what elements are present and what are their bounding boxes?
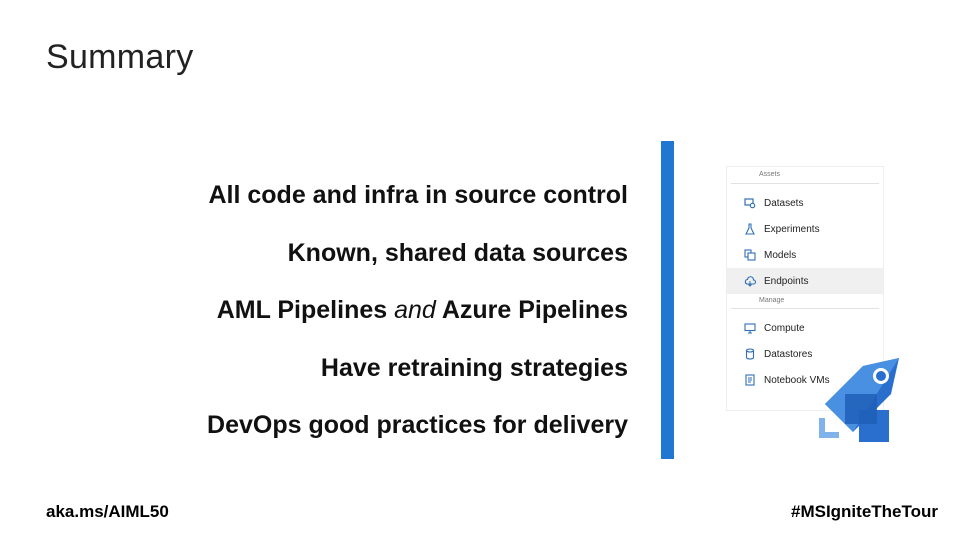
assets-section-header: Assets <box>759 171 781 178</box>
bullet-item: All code and infra in source control <box>208 181 628 209</box>
divider <box>731 183 879 184</box>
nav-item-compute[interactable]: Compute <box>727 315 883 341</box>
bullet-item: Have retraining strategies <box>320 353 628 382</box>
nav-item-label: Endpoints <box>764 275 809 287</box>
divider <box>731 308 879 309</box>
nav-item-label: Notebook VMs <box>764 374 830 386</box>
accent-bar <box>661 141 674 459</box>
bullet-item: DevOps good practices for delivery <box>207 411 628 439</box>
slide-title: Summary <box>46 38 194 76</box>
nav-item-datastores[interactable]: Datastores <box>727 341 883 367</box>
bullet-text: AML Pipelines <box>216 296 395 324</box>
summary-bullet-list: All code and infra in source control Kno… <box>158 172 628 460</box>
nav-item-label: Models <box>764 249 797 261</box>
nav-item-label: Datastores <box>764 348 813 360</box>
nav-item-datasets[interactable]: Datasets <box>727 190 883 216</box>
bullet-item: Known, shared data sources <box>287 238 628 267</box>
models-icon <box>744 249 756 261</box>
bullet-text: Azure Pipelines <box>435 296 628 324</box>
nav-item-label: Compute <box>764 322 805 334</box>
footer-hashtag: #MSIgniteTheTour <box>790 502 938 521</box>
nav-item-models[interactable]: Models <box>727 242 883 268</box>
manage-section-header: Manage <box>759 297 785 304</box>
datasets-icon <box>744 197 756 209</box>
cloud-icon <box>744 275 756 287</box>
workspace-nav-panel: Assets Datasets Experiments Models Endpo… <box>726 166 884 411</box>
monitor-icon <box>744 322 756 334</box>
nav-item-experiments[interactable]: Experiments <box>727 216 883 242</box>
database-icon <box>744 348 756 360</box>
azure-pipelines-logo <box>819 358 899 442</box>
footer-link[interactable]: aka.ms/AIML50 <box>46 502 169 521</box>
bullet-emphasis: and <box>394 296 436 324</box>
flask-icon <box>744 223 756 235</box>
nav-item-label: Datasets <box>764 197 804 209</box>
nav-item-notebook-vms[interactable]: Notebook VMs <box>727 367 883 393</box>
bullet-item: AML Pipelines and Azure Pipelines <box>158 287 628 345</box>
notebook-icon <box>744 374 756 386</box>
nav-item-endpoints[interactable]: Endpoints <box>727 268 883 294</box>
nav-item-label: Experiments <box>764 223 820 235</box>
